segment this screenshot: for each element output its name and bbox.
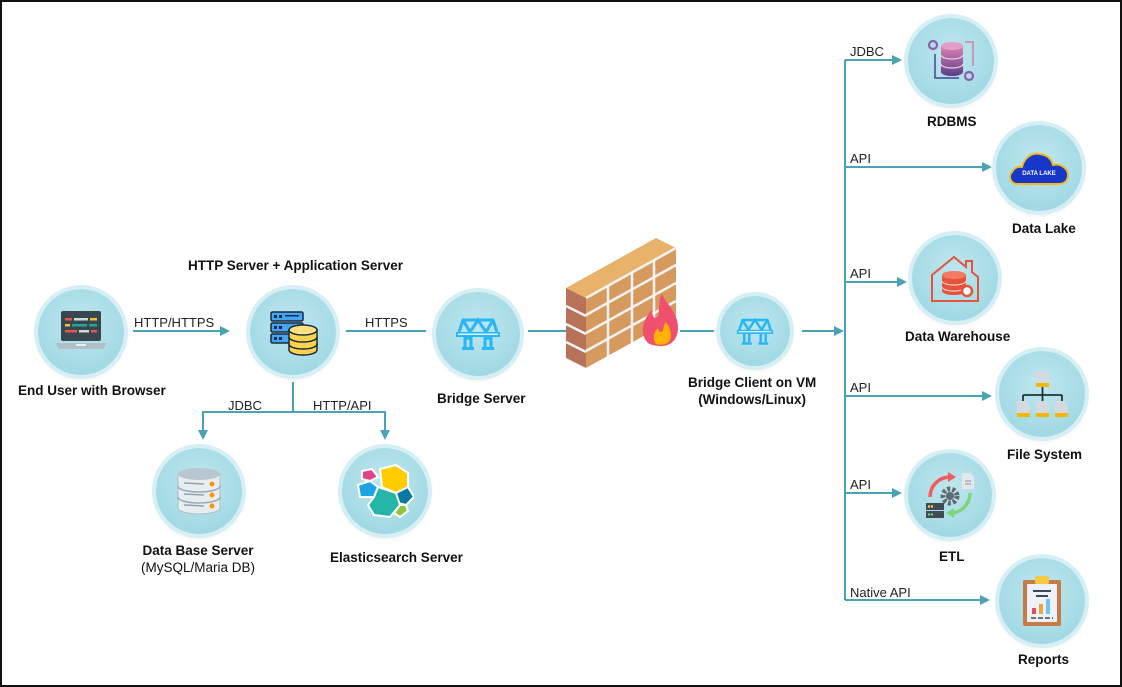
node-firewall[interactable] bbox=[565, 238, 686, 368]
node-app-server[interactable] bbox=[250, 289, 336, 375]
database-icon bbox=[177, 468, 221, 515]
edge-label-data-lake: API bbox=[850, 151, 871, 166]
edge-label-rdbms: JDBC bbox=[850, 44, 884, 59]
label-db-server-engine: (MySQL/Maria DB) bbox=[141, 560, 256, 575]
cloud-icon: DATA LAKE bbox=[1009, 152, 1070, 185]
edge-app-es bbox=[293, 411, 390, 440]
bridge-icon bbox=[456, 317, 500, 350]
elasticsearch-icon bbox=[356, 463, 414, 519]
edge-label-file-system: API bbox=[850, 380, 871, 395]
label-etl: ETL bbox=[939, 549, 965, 564]
edge-label-data-warehouse: API bbox=[850, 266, 871, 281]
label-reports: Reports bbox=[1018, 652, 1070, 667]
label-bridge-server: Bridge Server bbox=[437, 391, 526, 406]
edge-label-etl: API bbox=[850, 477, 871, 492]
server-database-icon bbox=[270, 311, 318, 356]
label-data-warehouse: Data Warehouse bbox=[905, 329, 1011, 344]
node-bridge-server[interactable] bbox=[436, 292, 520, 376]
node-file-system[interactable] bbox=[999, 351, 1085, 437]
label-app-server: HTTP Server + Application Server bbox=[188, 258, 403, 273]
node-end-user[interactable] bbox=[38, 289, 124, 375]
rdbms-icon bbox=[927, 39, 975, 82]
edge-label-http-api: HTTP/API bbox=[313, 398, 372, 413]
bridge-icon bbox=[736, 317, 774, 345]
label-bridge-client-title: Bridge Client on VM bbox=[688, 375, 817, 390]
edge-app-db bbox=[198, 411, 293, 440]
laptop-icon bbox=[55, 311, 107, 349]
label-bridge-client-os: (Windows/Linux) bbox=[698, 392, 807, 407]
clipboard-report-icon bbox=[1023, 576, 1061, 626]
label-rdbms: RDBMS bbox=[927, 114, 977, 129]
label-elasticsearch: Elasticsearch Server bbox=[330, 550, 463, 565]
label-db-server: Data Base Server (MySQL/Maria DB) bbox=[141, 542, 255, 576]
node-elasticsearch[interactable] bbox=[342, 448, 428, 534]
firewall-icon bbox=[565, 238, 678, 368]
label-bridge-client: Bridge Client on VM (Windows/Linux) bbox=[688, 374, 816, 408]
edge-label-https: HTTPS bbox=[365, 315, 408, 330]
cloud-icon-text: DATA LAKE bbox=[1022, 171, 1056, 177]
node-bridge-client[interactable] bbox=[720, 296, 790, 366]
node-db-server[interactable] bbox=[156, 448, 242, 534]
edge-label-reports: Native API bbox=[850, 585, 911, 600]
edge-label-jdbc: JDBC bbox=[228, 398, 262, 413]
file-tree-icon bbox=[1017, 371, 1068, 417]
node-data-warehouse[interactable] bbox=[912, 235, 998, 321]
warehouse-icon bbox=[931, 255, 979, 302]
node-etl[interactable] bbox=[908, 453, 992, 537]
etl-icon bbox=[926, 472, 974, 518]
edge-label-http-https: HTTP/HTTPS bbox=[134, 315, 215, 330]
label-file-system: File System bbox=[1007, 447, 1083, 462]
label-data-lake: Data Lake bbox=[1012, 221, 1076, 236]
label-db-server-title: Data Base Server bbox=[142, 543, 254, 558]
node-reports[interactable] bbox=[999, 558, 1085, 644]
label-end-user: End User with Browser bbox=[18, 383, 166, 398]
node-data-lake[interactable]: DATA LAKE bbox=[996, 125, 1082, 211]
node-rdbms[interactable] bbox=[908, 18, 994, 104]
